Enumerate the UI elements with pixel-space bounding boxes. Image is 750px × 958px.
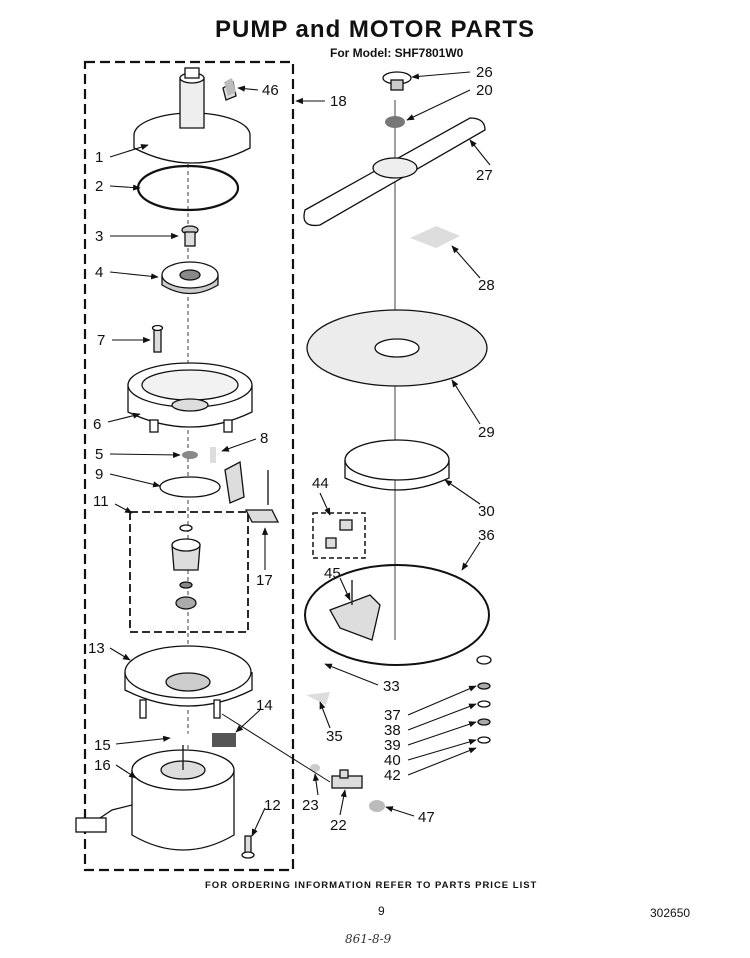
- part-14-block: [212, 733, 236, 747]
- callout-35: 35: [326, 728, 343, 745]
- callout-46: 46: [262, 82, 279, 99]
- part-36-gasket: [304, 564, 490, 666]
- callout-36: 36: [478, 527, 495, 544]
- callout-28: 28: [478, 277, 495, 294]
- callout-3: 3: [95, 228, 103, 245]
- callout-13: 13: [88, 640, 105, 657]
- callout-7: 7: [97, 332, 105, 349]
- callout-42: 42: [384, 767, 401, 784]
- callout-12: 12: [264, 797, 281, 814]
- callout-45: 45: [324, 565, 341, 582]
- callout-14: 14: [256, 697, 273, 714]
- small-kit-outline: [312, 512, 366, 559]
- part-28-clip: [410, 226, 460, 248]
- leader-lines: [107, 71, 491, 837]
- rotor-kit-outline: [129, 511, 249, 633]
- callout-22: 22: [330, 817, 347, 834]
- part-6-pump-base: [127, 362, 253, 433]
- callout-27: 27: [476, 167, 493, 184]
- part-11-rotor: [171, 524, 201, 610]
- part-44-kit-parts: [325, 519, 353, 549]
- document-number: 302650: [650, 906, 691, 920]
- part-9-plate: [159, 460, 245, 504]
- callout-47: 47: [418, 809, 435, 826]
- callout-2: 2: [95, 178, 103, 195]
- callout-29: 29: [478, 424, 495, 441]
- part-33-washer: [312, 661, 324, 667]
- page-number: 9: [378, 904, 385, 918]
- part-27-spray-arm: [303, 117, 486, 227]
- callout-20: 20: [476, 82, 493, 99]
- part-5-washer: [182, 451, 198, 459]
- callout-15: 15: [94, 737, 111, 754]
- ordering-note: FOR ORDERING INFORMATION REFER TO PARTS …: [205, 880, 538, 891]
- callout-5: 5: [95, 446, 103, 463]
- callout-40: 40: [384, 752, 401, 769]
- part-17-bracket: [244, 470, 280, 523]
- hose-line: [221, 713, 331, 783]
- part-45-bracket: [329, 580, 381, 641]
- callout-18: 18: [330, 93, 347, 110]
- callout-6: 6: [93, 416, 101, 433]
- part-16-motor: [75, 745, 235, 851]
- pump-assembly-outline: [83, 60, 295, 872]
- part-7-screw: [151, 324, 164, 353]
- callout-26: 26: [476, 64, 493, 81]
- callout-37: 37: [384, 707, 401, 724]
- callout-39: 39: [384, 737, 401, 754]
- part-13-motor-mount: [124, 645, 253, 719]
- callout-44: 44: [312, 475, 329, 492]
- part-20-nut: [385, 116, 405, 128]
- page-title: PUMP and MOTOR PARTS: [214, 16, 536, 43]
- part-26-cap: [382, 71, 412, 91]
- part-37-42-stack: [476, 655, 492, 744]
- callout-38: 38: [384, 722, 401, 739]
- callout-33: 33: [383, 678, 400, 695]
- callout-1: 1: [95, 149, 103, 166]
- part-30-seal-ring: [344, 439, 450, 491]
- callout-16: 16: [94, 757, 111, 774]
- model-subtitle: For Model: SHF7801W0: [330, 46, 464, 60]
- callout-17: 17: [256, 572, 273, 589]
- callout-30: 30: [478, 503, 495, 520]
- handwritten-note: 861-8-9: [345, 932, 392, 946]
- callout-4: 4: [95, 264, 103, 281]
- part-29-filter-disc: [306, 309, 488, 387]
- part-15-washer: [173, 733, 193, 743]
- part-8-screw: [210, 447, 216, 463]
- part-35-clip: [306, 692, 330, 705]
- callout-11: 11: [93, 493, 109, 510]
- part-22-valve: [331, 769, 363, 789]
- callout-8: 8: [260, 430, 268, 447]
- part-23-small-fitting: [310, 764, 320, 772]
- part-12-bolt: [241, 835, 255, 859]
- part-46-clip: [224, 78, 236, 96]
- part-4-impeller-disc: [161, 261, 219, 295]
- part-1-pump-housing: [133, 67, 251, 164]
- callout-23: 23: [302, 797, 319, 814]
- part-47-cap: [369, 800, 385, 812]
- part-3-fitting: [181, 225, 199, 247]
- callout-9: 9: [95, 466, 103, 483]
